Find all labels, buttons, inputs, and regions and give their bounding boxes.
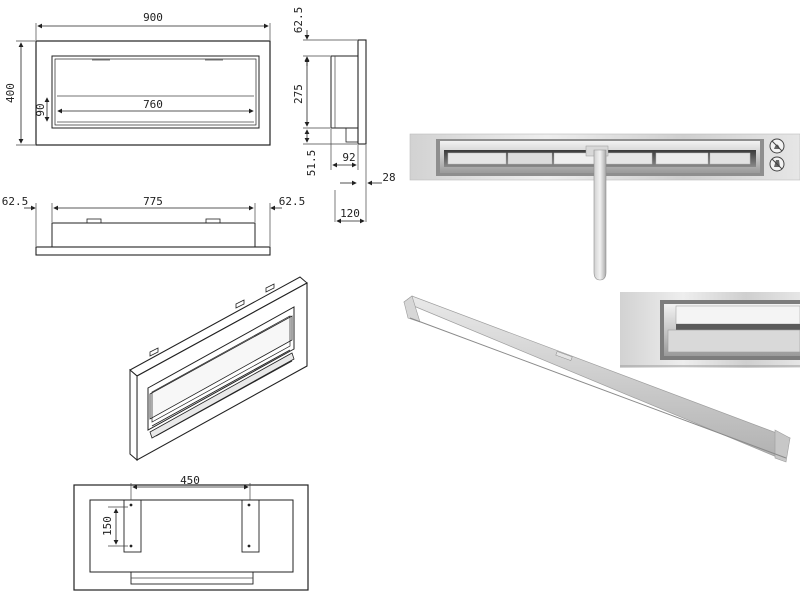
- front-tray-height-label: 90: [34, 103, 47, 116]
- front-inner-width-label: 760: [143, 98, 163, 111]
- back-bracket-height-label: 150: [101, 516, 114, 536]
- side-bottom-label: 51.5: [305, 150, 318, 177]
- isometric-view: [129, 276, 308, 462]
- no-touch-icon: [769, 156, 785, 172]
- top-center-label: 775: [143, 195, 163, 208]
- front-width-label: 900: [143, 11, 163, 24]
- back-view: 450 150: [73, 474, 309, 591]
- side-total-depth-label: 120: [340, 207, 360, 220]
- top-right-label: 62.5: [279, 195, 306, 208]
- side-height-label: 275: [292, 84, 305, 104]
- burner-photo: [409, 133, 800, 281]
- side-view: 62.5 275 51.5 92 28 120: [292, 7, 396, 224]
- trim-bar-photo: [403, 295, 791, 463]
- top-view: 62.5 775 62.5: [2, 195, 306, 256]
- no-flame-icon: [769, 138, 785, 154]
- side-depth-label: 92: [342, 151, 355, 164]
- back-bracket-spacing-label: 450: [180, 474, 200, 487]
- top-left-label: 62.5: [2, 195, 29, 208]
- side-top-label: 62.5: [292, 7, 305, 34]
- closeup-photo: [620, 292, 800, 368]
- front-height-label: 400: [4, 83, 17, 103]
- front-view: 900 400 760 90: [4, 11, 271, 146]
- side-flange-label: 28: [382, 171, 395, 184]
